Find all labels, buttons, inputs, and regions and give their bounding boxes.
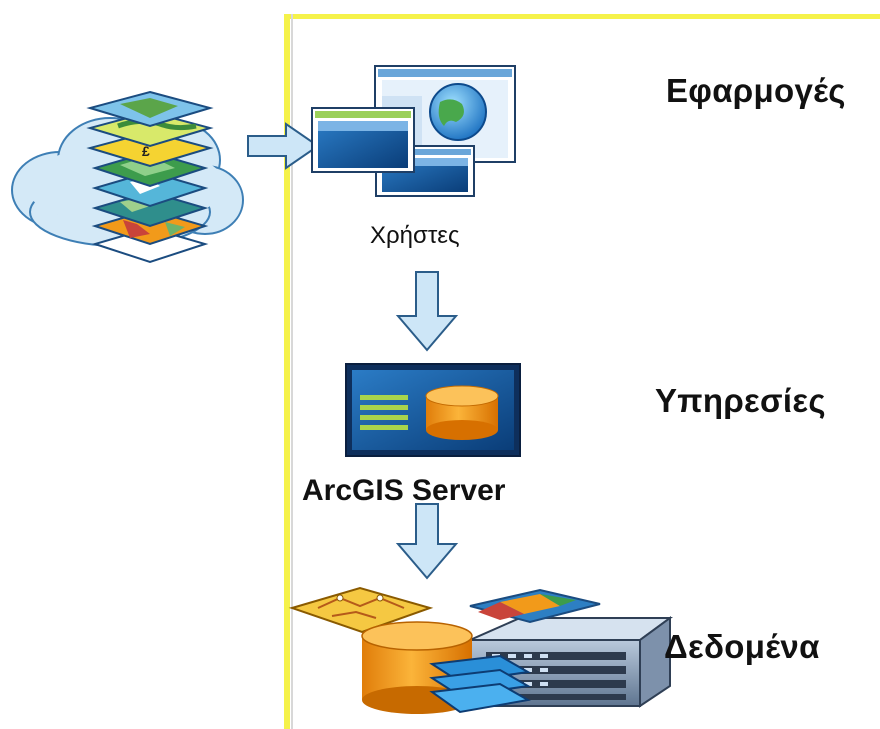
- arrow-cloud-to-apps: [247, 122, 320, 170]
- arrow-apps-to-services: [395, 271, 459, 352]
- data-label: Δεδομένα: [664, 628, 820, 665]
- cloud-map-layers-icon: £: [11, 90, 244, 264]
- data-stack-icon: [288, 586, 674, 714]
- arcgis-server-caption: ArcGIS Server: [302, 474, 506, 507]
- arrow-services-to-data: [395, 503, 459, 580]
- services-label: Υπηρεσίες: [655, 382, 826, 419]
- frame-top-border: [284, 14, 880, 19]
- frame-left-border: [284, 14, 290, 729]
- application-windows-icon: [311, 65, 516, 197]
- frame-left-shadow: [291, 14, 293, 729]
- users-caption: Χρήστες: [370, 222, 460, 249]
- applications-label: Εφαρμογές: [666, 72, 846, 109]
- svg-text:£: £: [142, 143, 150, 159]
- arcgis-server-icon: [345, 363, 521, 457]
